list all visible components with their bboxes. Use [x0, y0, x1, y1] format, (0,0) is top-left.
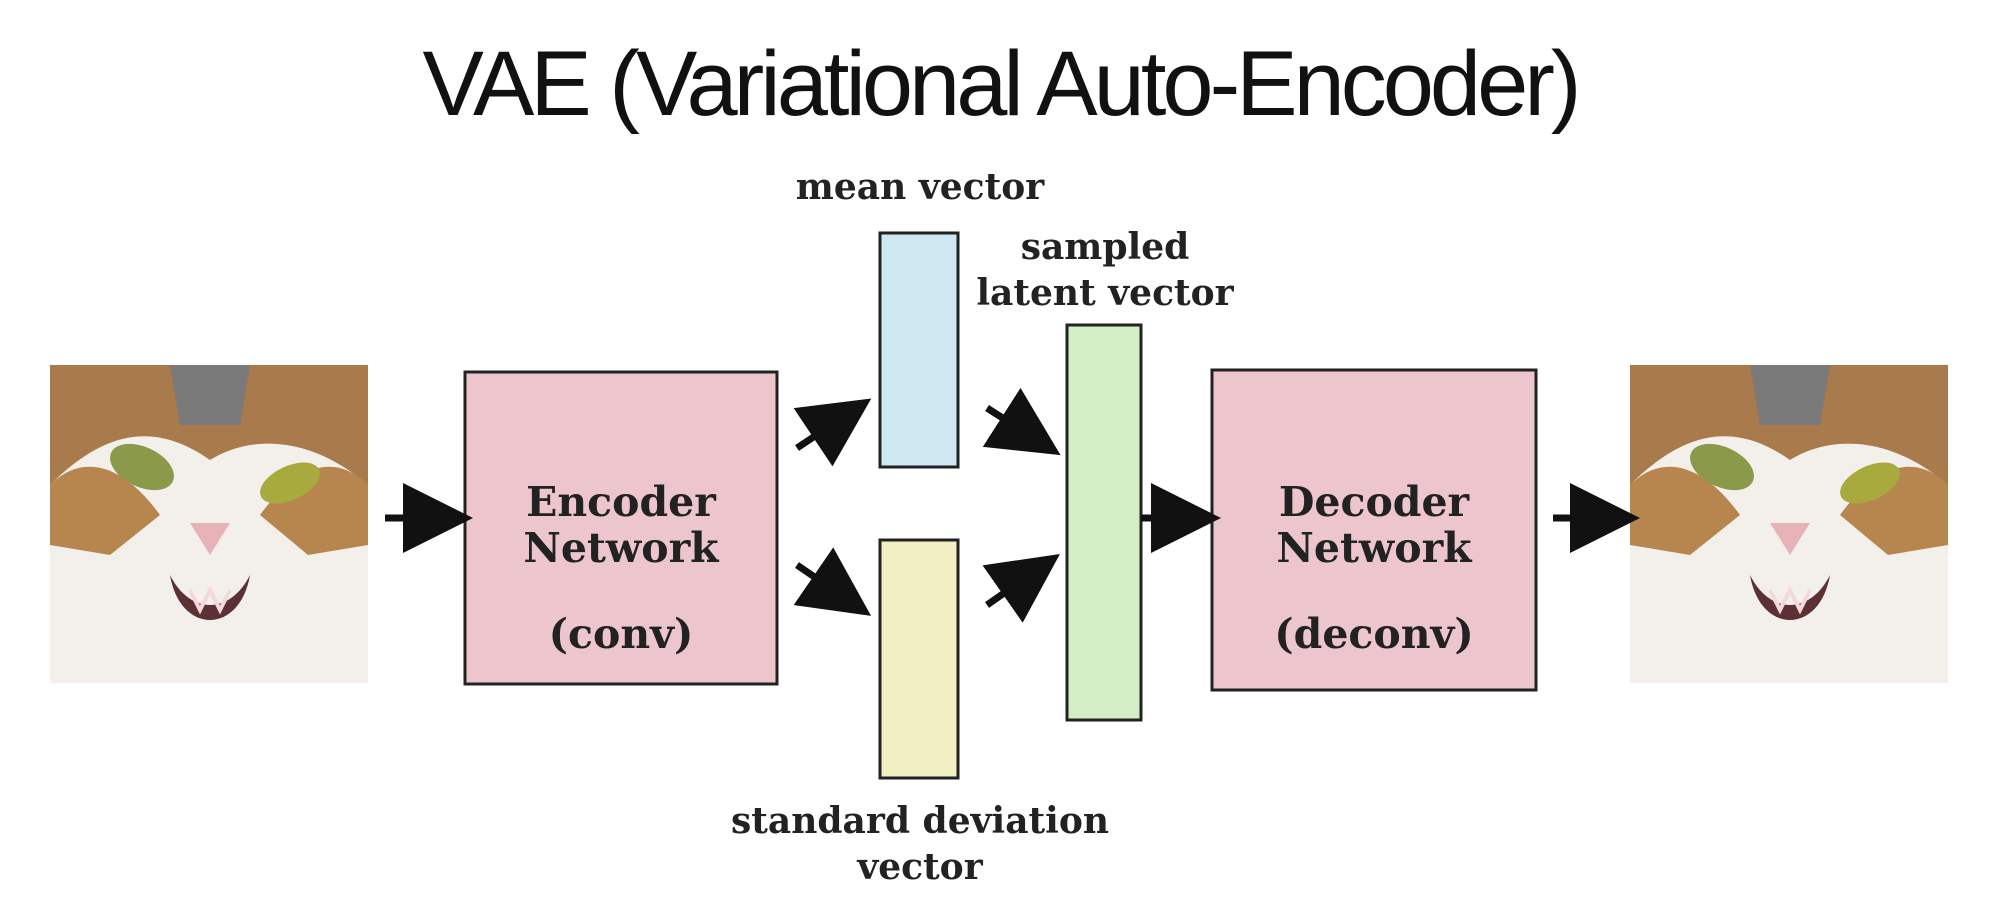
mean-vector-box [878, 231, 960, 469]
decoder-network-box [1210, 368, 1538, 692]
arrow-mean-to-latent [982, 387, 1061, 456]
std-vector-box [878, 538, 960, 780]
mean-vector-label: mean vector [795, 166, 1045, 208]
arrow-encoder-to-std [793, 547, 872, 616]
latent-vector-box [1065, 323, 1143, 722]
decoder-label-line2: Network [1276, 524, 1472, 572]
encoder-label-line2: Network [523, 524, 719, 572]
input-cat-image [50, 365, 368, 683]
latent-vector-label-line2: latent vector [976, 272, 1234, 314]
std-vector-label-line1: standard deviation [730, 800, 1110, 842]
std-vector-label-line2: vector [857, 846, 983, 888]
arrow-std-to-latent [982, 553, 1060, 623]
encoder-label-sub: (conv) [548, 610, 694, 658]
output-cat-image [1630, 365, 1948, 683]
diagram-title: VAE (Variational Auto-Encoder) [422, 33, 1581, 135]
decoder-label-sub: (deconv) [1274, 610, 1474, 658]
latent-vector-label-line1: sampled [1020, 226, 1190, 268]
decoder-label-line1: Decoder [1278, 478, 1470, 526]
arrow-encoder-to-mean [793, 398, 872, 467]
encoder-network-box [463, 370, 779, 686]
encoder-label-line1: Encoder [526, 478, 716, 526]
